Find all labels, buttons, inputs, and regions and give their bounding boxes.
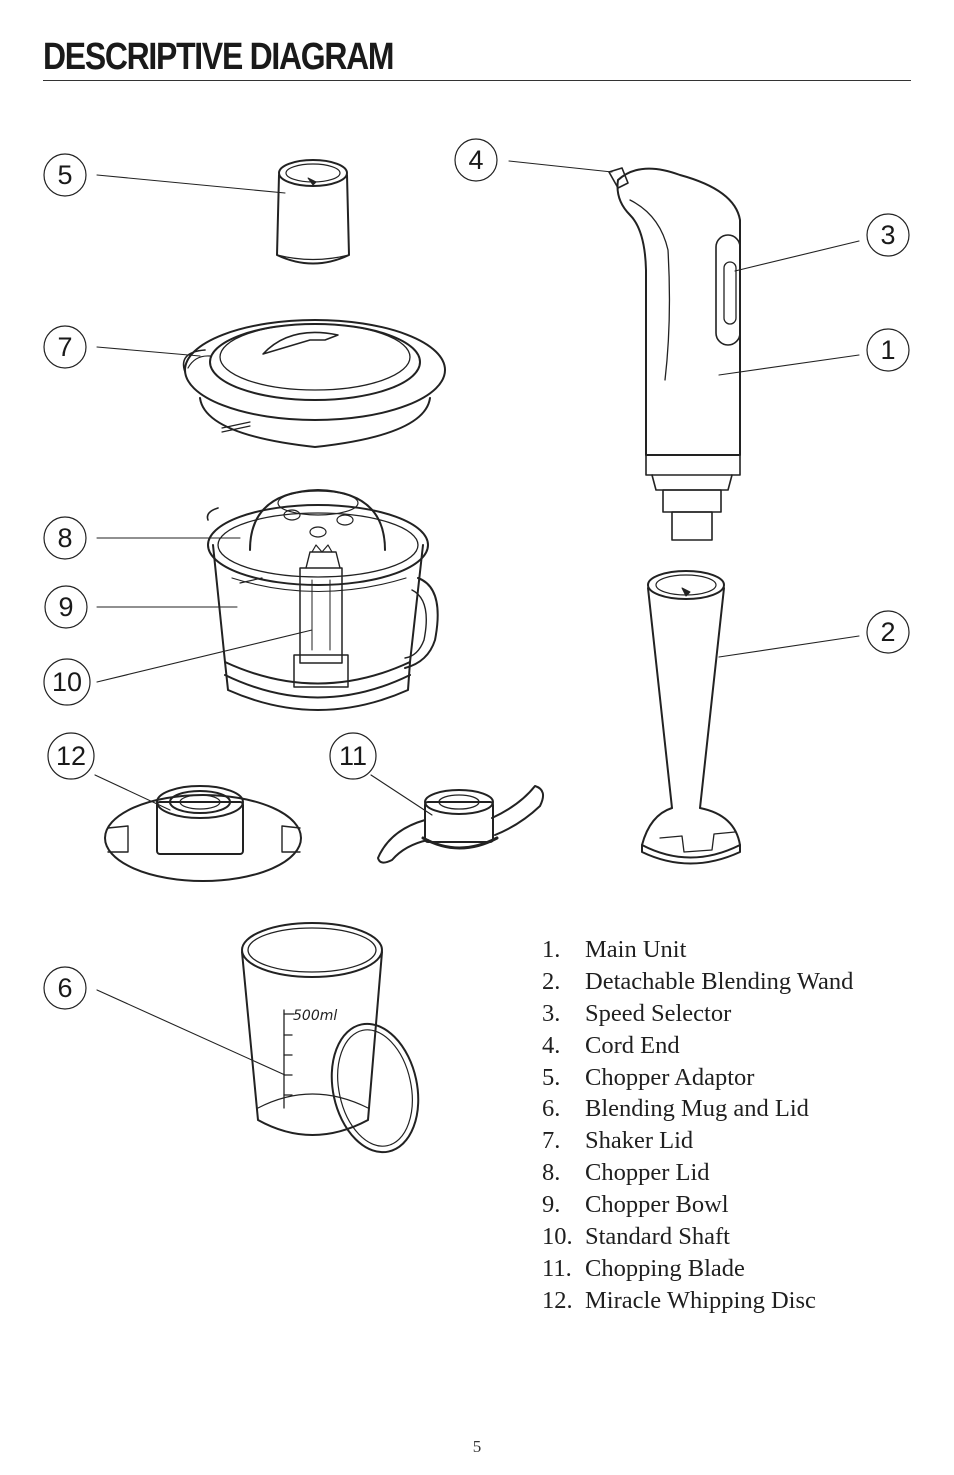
legend-item: 10. Standard Shaft xyxy=(542,1221,853,1253)
legend-item-number: 8. xyxy=(542,1159,561,1187)
legend-item-label: Detachable Blending Wand xyxy=(585,967,854,995)
legend-item: 3. Speed Selector xyxy=(542,998,853,1030)
page-title: DESCRIPTIVE DIAGRAM xyxy=(43,36,395,78)
callout-circle-7 xyxy=(43,325,87,369)
callout-label-7: 7 xyxy=(57,332,72,362)
legend-item-number: 5. xyxy=(542,1063,561,1091)
legend-item-label: Chopper Lid xyxy=(585,1159,710,1187)
callout-label-12: 12 xyxy=(56,741,86,771)
legend-item-number: 11. xyxy=(542,1254,572,1282)
page-number: 5 xyxy=(472,1437,482,1456)
legend-item: 11. Chopping Blade xyxy=(542,1253,853,1285)
callout-label-9: 9 xyxy=(58,592,73,622)
legend-item-label: Chopping Blade xyxy=(585,1254,745,1282)
callout-circle-9 xyxy=(44,585,88,629)
blending-mug-illustration xyxy=(241,922,420,1154)
callout-circle-2 xyxy=(866,610,910,654)
legend-item: 6. Blending Mug and Lid xyxy=(542,1093,853,1125)
callout-circle-12 xyxy=(47,732,95,780)
legend-item: 2. Detachable Blending Wand xyxy=(542,966,853,998)
leader-lines xyxy=(94,160,860,1076)
legend-item-number: 1. xyxy=(542,936,561,963)
mug-volume-marking: 500ml xyxy=(293,1008,337,1024)
legend-item-number: 4. xyxy=(542,1031,561,1059)
legend-item-number: 9. xyxy=(542,1191,561,1219)
callout-circle-6 xyxy=(43,966,87,1010)
callout-label-4: 4 xyxy=(468,145,483,175)
callout-label-5: 5 xyxy=(57,160,72,190)
legend-item: 4. Cord End xyxy=(542,1030,853,1062)
callout-circle-10 xyxy=(43,658,91,706)
shaker-lid-illustration xyxy=(182,319,446,448)
callout-label-10: 10 xyxy=(52,667,82,697)
legend-item: 1. Main Unit xyxy=(542,934,853,966)
legend-item-label: Main Unit xyxy=(585,936,687,963)
legend-item-number: 12. xyxy=(542,1286,573,1314)
callout-circle-3 xyxy=(866,213,910,257)
legend-item-label: Speed Selector xyxy=(585,999,732,1027)
legend-item-label: Chopper Adaptor xyxy=(585,1063,755,1091)
callout-circle-5 xyxy=(43,153,87,197)
callout-circle-11 xyxy=(329,732,377,780)
legend-item-label: Blending Mug and Lid xyxy=(585,1095,809,1123)
callout-label-1: 1 xyxy=(880,335,895,365)
callout-label-11: 11 xyxy=(339,741,367,771)
callout-circle-4 xyxy=(454,138,498,182)
legend-item-number: 7. xyxy=(542,1127,561,1155)
callout-circle-1 xyxy=(866,328,910,372)
chopper-adaptor-illustration xyxy=(276,159,350,265)
callout-label-2: 2 xyxy=(880,617,895,647)
legend-item-label: Chopper Bowl xyxy=(585,1191,729,1219)
callout-circle-8 xyxy=(43,516,87,560)
legend-item: 7. Shaker Lid xyxy=(542,1125,853,1157)
callout-circles xyxy=(43,138,910,1010)
legend-item: 9. Chopper Bowl xyxy=(542,1189,853,1221)
chopper-bowl-illustration xyxy=(206,489,439,711)
main-unit-illustration xyxy=(608,167,741,541)
parts-legend: 1. Main Unit 2. Detachable Blending Wand 3… xyxy=(542,934,853,1317)
whipping-disc-illustration xyxy=(104,785,302,882)
legend-item-label: Standard Shaft xyxy=(585,1223,730,1251)
chopping-blade-illustration xyxy=(377,785,545,864)
legend-item: 5. Chopper Adaptor xyxy=(542,1062,853,1094)
legend-item-number: 3. xyxy=(542,999,561,1027)
legend-item-label: Shaker Lid xyxy=(585,1127,694,1155)
title-rule xyxy=(43,80,911,81)
legend-item-label: Cord End xyxy=(585,1031,680,1059)
callout-label-3: 3 xyxy=(880,220,895,250)
legend-item-number: 10. xyxy=(542,1223,573,1251)
legend-item: 12. Miracle Whipping Disc xyxy=(542,1285,853,1317)
legend-item-number: 2. xyxy=(542,967,561,995)
blending-wand-illustration xyxy=(641,570,741,865)
legend-item-number: 6. xyxy=(542,1095,561,1123)
legend-item: 8. Chopper Lid xyxy=(542,1157,853,1189)
callout-label-8: 8 xyxy=(57,523,72,553)
legend-item-label: Miracle Whipping Disc xyxy=(585,1286,816,1314)
callout-numbers: 5 7 8 9 10 12 11 6 4 3 1 2 xyxy=(52,145,896,1003)
callout-label-6: 6 xyxy=(57,973,72,1003)
